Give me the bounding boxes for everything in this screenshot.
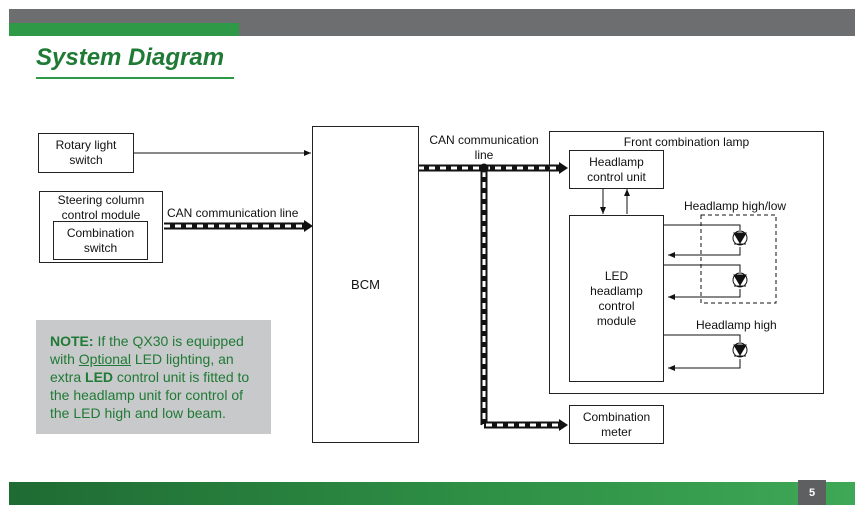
led-diode-icon <box>732 272 748 288</box>
note-led: LED <box>85 369 114 385</box>
led-circuit-2 <box>663 264 741 300</box>
led-circuit-1 <box>663 224 741 258</box>
led-circuit-3 <box>663 334 741 371</box>
headlamp-control-unit: Headlamp control unit <box>569 150 664 189</box>
note-heading: NOTE: <box>50 333 94 349</box>
top-banner-accent <box>9 23 239 36</box>
page-number: 5 <box>798 480 826 505</box>
note-box: NOTE: If the QX30 is equipped with Optio… <box>36 320 271 434</box>
headlamp-high-label: Headlamp high <box>696 318 777 332</box>
rotary-light-switch: Rotary light switch <box>38 133 134 173</box>
note-text: LED lighting, an extra <box>50 351 234 385</box>
led-diode-icon <box>732 342 748 358</box>
page-title: System Diagram <box>36 44 225 71</box>
led-diode-icon <box>732 230 748 246</box>
front-combination-lamp-label: Front combination lamp <box>623 135 750 149</box>
headlamp-high-low-box <box>700 214 777 304</box>
can-junction-dot <box>479 163 489 173</box>
combination-switch: Combination switch <box>53 221 148 260</box>
steering-column-module-label: Steering column control module <box>57 193 145 222</box>
bottom-banner <box>9 482 855 505</box>
front-combination-lamp: Front combination lamp <box>549 131 824 394</box>
note-optional: Optional <box>78 351 131 367</box>
headlamp-high-low-label: Headlamp high/low <box>684 199 787 213</box>
can-line-label-top: CAN communication line <box>429 133 539 162</box>
note-text: control unit is fitted to the headlamp u… <box>50 369 250 421</box>
can-line-label-left: CAN communication line <box>167 206 299 220</box>
bcm-box: BCM <box>312 126 419 443</box>
led-headlamp-control-module: LED headlamp control module <box>569 215 664 382</box>
title-underline <box>36 77 234 79</box>
note-text: If the QX30 is equipped with <box>50 333 244 367</box>
combination-meter: Combination meter <box>569 405 664 444</box>
